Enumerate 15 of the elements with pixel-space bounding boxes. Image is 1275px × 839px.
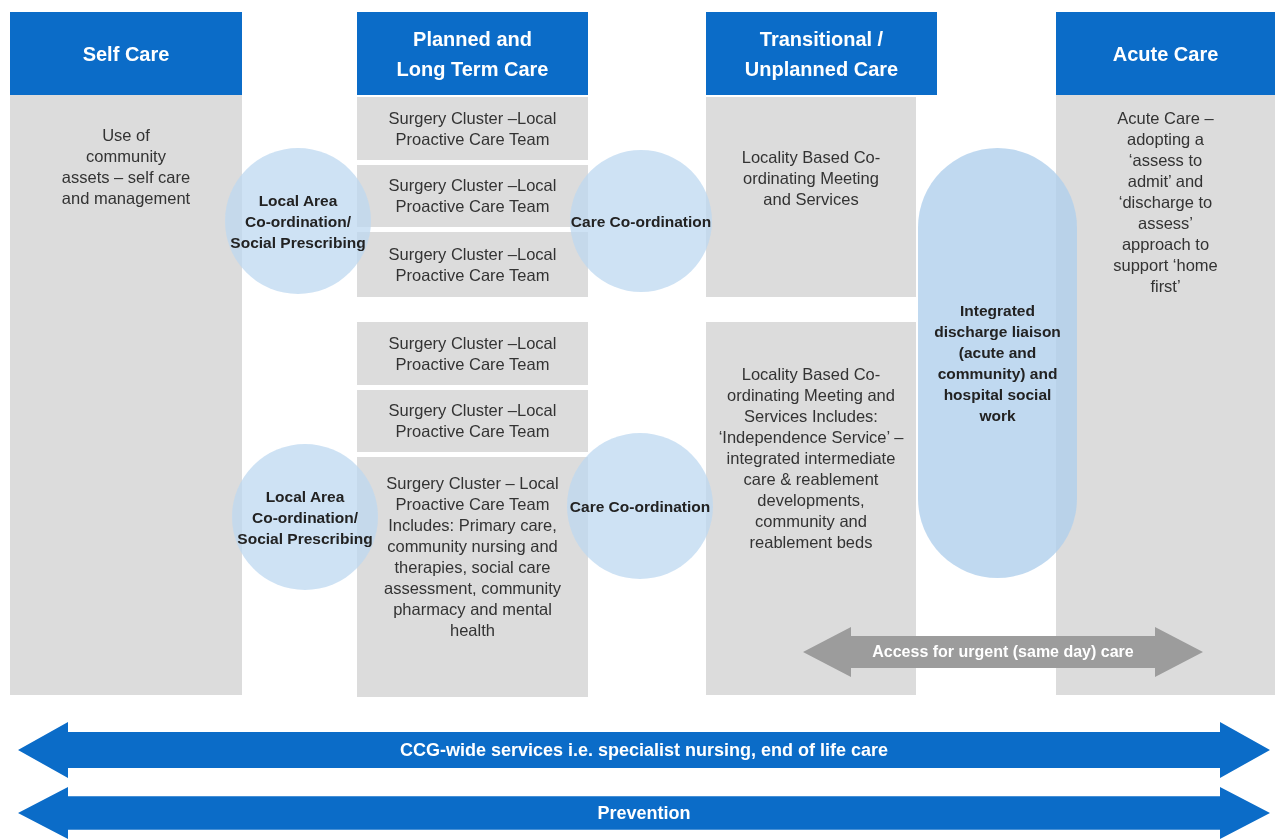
care-team-box: Surgery Cluster –Local Proactive Care Team [357,322,588,385]
double-arrow-band: CCG-wide services i.e. specialist nursing, end of life care [18,722,1270,778]
care-team-box: Surgery Cluster –Local Proactive Care Team [357,97,588,160]
column-header: Planned and Long Term Care [357,12,588,95]
circle: Care Co-ordination [570,150,712,292]
double-arrow-band: Access for urgent (same day) care [803,627,1203,677]
column-text: Use of community assets – self care and management [60,125,192,209]
column-header: Transitional / Unplanned Care [706,12,937,95]
rounded-band: Integrated discharge liaison (acute and community) and hospital social work [918,148,1077,578]
column-header: Self Care [10,12,242,95]
column-text: Acute Care – adopting a ‘assess to admit’ and ‘discharge to assess’ approach to support ‘home first’ [1112,108,1219,297]
circle: Care Co-ordination [567,433,713,579]
care-team-box: Surgery Cluster –Local Proactive Care Team [357,390,588,452]
column-header: Acute Care [1056,12,1275,95]
double-arrow-band: Prevention [18,787,1270,839]
